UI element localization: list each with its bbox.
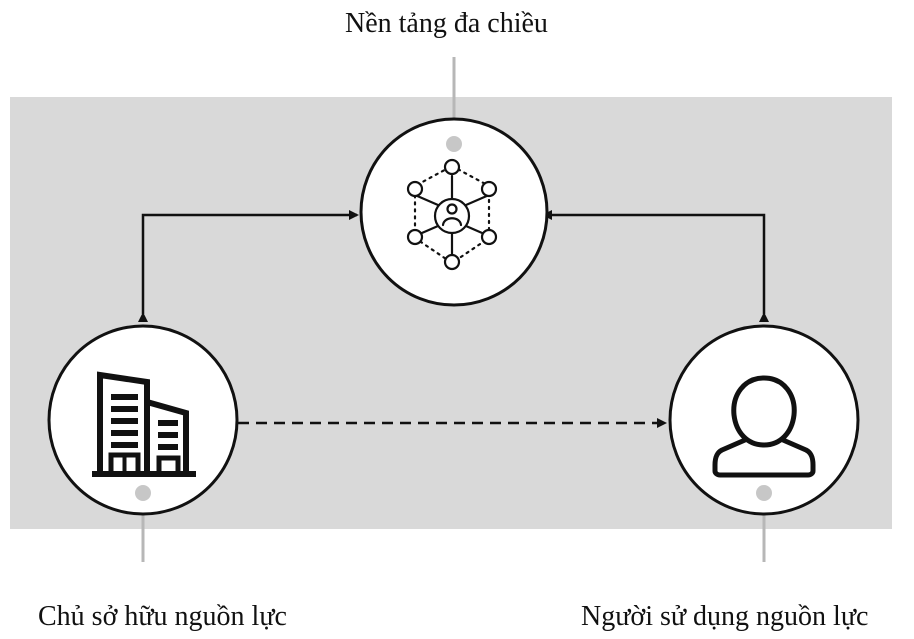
network-hub-icon <box>406 158 498 271</box>
top-connector-dot <box>446 136 462 152</box>
resource-user-label: Người sử dụng nguồn lực <box>581 601 869 632</box>
left-connector-dot <box>135 485 151 501</box>
owner-node <box>47 324 239 516</box>
office-building-icon <box>92 371 196 477</box>
left-connection-arrow <box>138 210 359 322</box>
resource-owner-label: Chủ sở hữu nguồn lực <box>38 601 287 632</box>
right-connection-arrow <box>542 210 769 322</box>
platform-label: Nền tảng đa chiều <box>345 8 548 39</box>
user-silhouette-icon <box>712 375 816 478</box>
right-connector-dot <box>756 485 772 501</box>
